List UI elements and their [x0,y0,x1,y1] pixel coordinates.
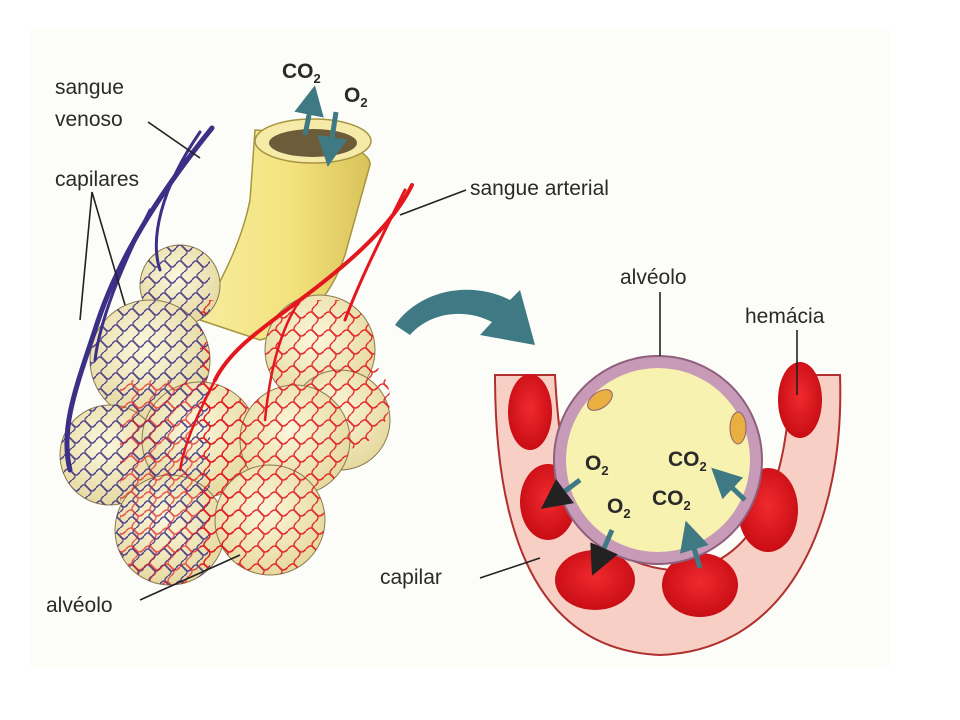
label-o2-lower: O2 [607,495,631,521]
red-blood-cells [508,362,822,617]
label-arterial-blood: sangue arterial [470,177,609,200]
zoom-arrow [395,289,535,345]
o2-in-arrow [317,111,348,167]
label-o2-upper: O2 [585,452,609,478]
co2-out-arrow [294,85,324,136]
label-venous-blood-line2: venoso [55,108,123,131]
label-alveolus-left: alvéolo [46,594,113,617]
leader-lines-left [79,121,467,601]
label-co2-bronchiole: CO2 [282,60,321,86]
alveolus-cross-section [493,355,842,657]
label-capillary: capilar [380,566,442,589]
label-red-blood-cell: hemácia [745,305,825,328]
label-co2-upper: CO2 [668,448,707,474]
leader-lines-right [479,292,798,579]
label-alveolus-right: alvéolo [620,266,687,289]
exchange-arrows [540,467,747,576]
alveolar-lumen [566,368,750,552]
arterial-vessels [178,183,414,472]
label-capillaries: capilares [55,168,140,191]
label-co2-lower: CO2 [652,487,691,513]
label-venous-blood-line1: sangue [55,76,124,99]
venous-vessels [64,125,215,473]
label-o2-bronchiole: O2 [344,84,368,110]
